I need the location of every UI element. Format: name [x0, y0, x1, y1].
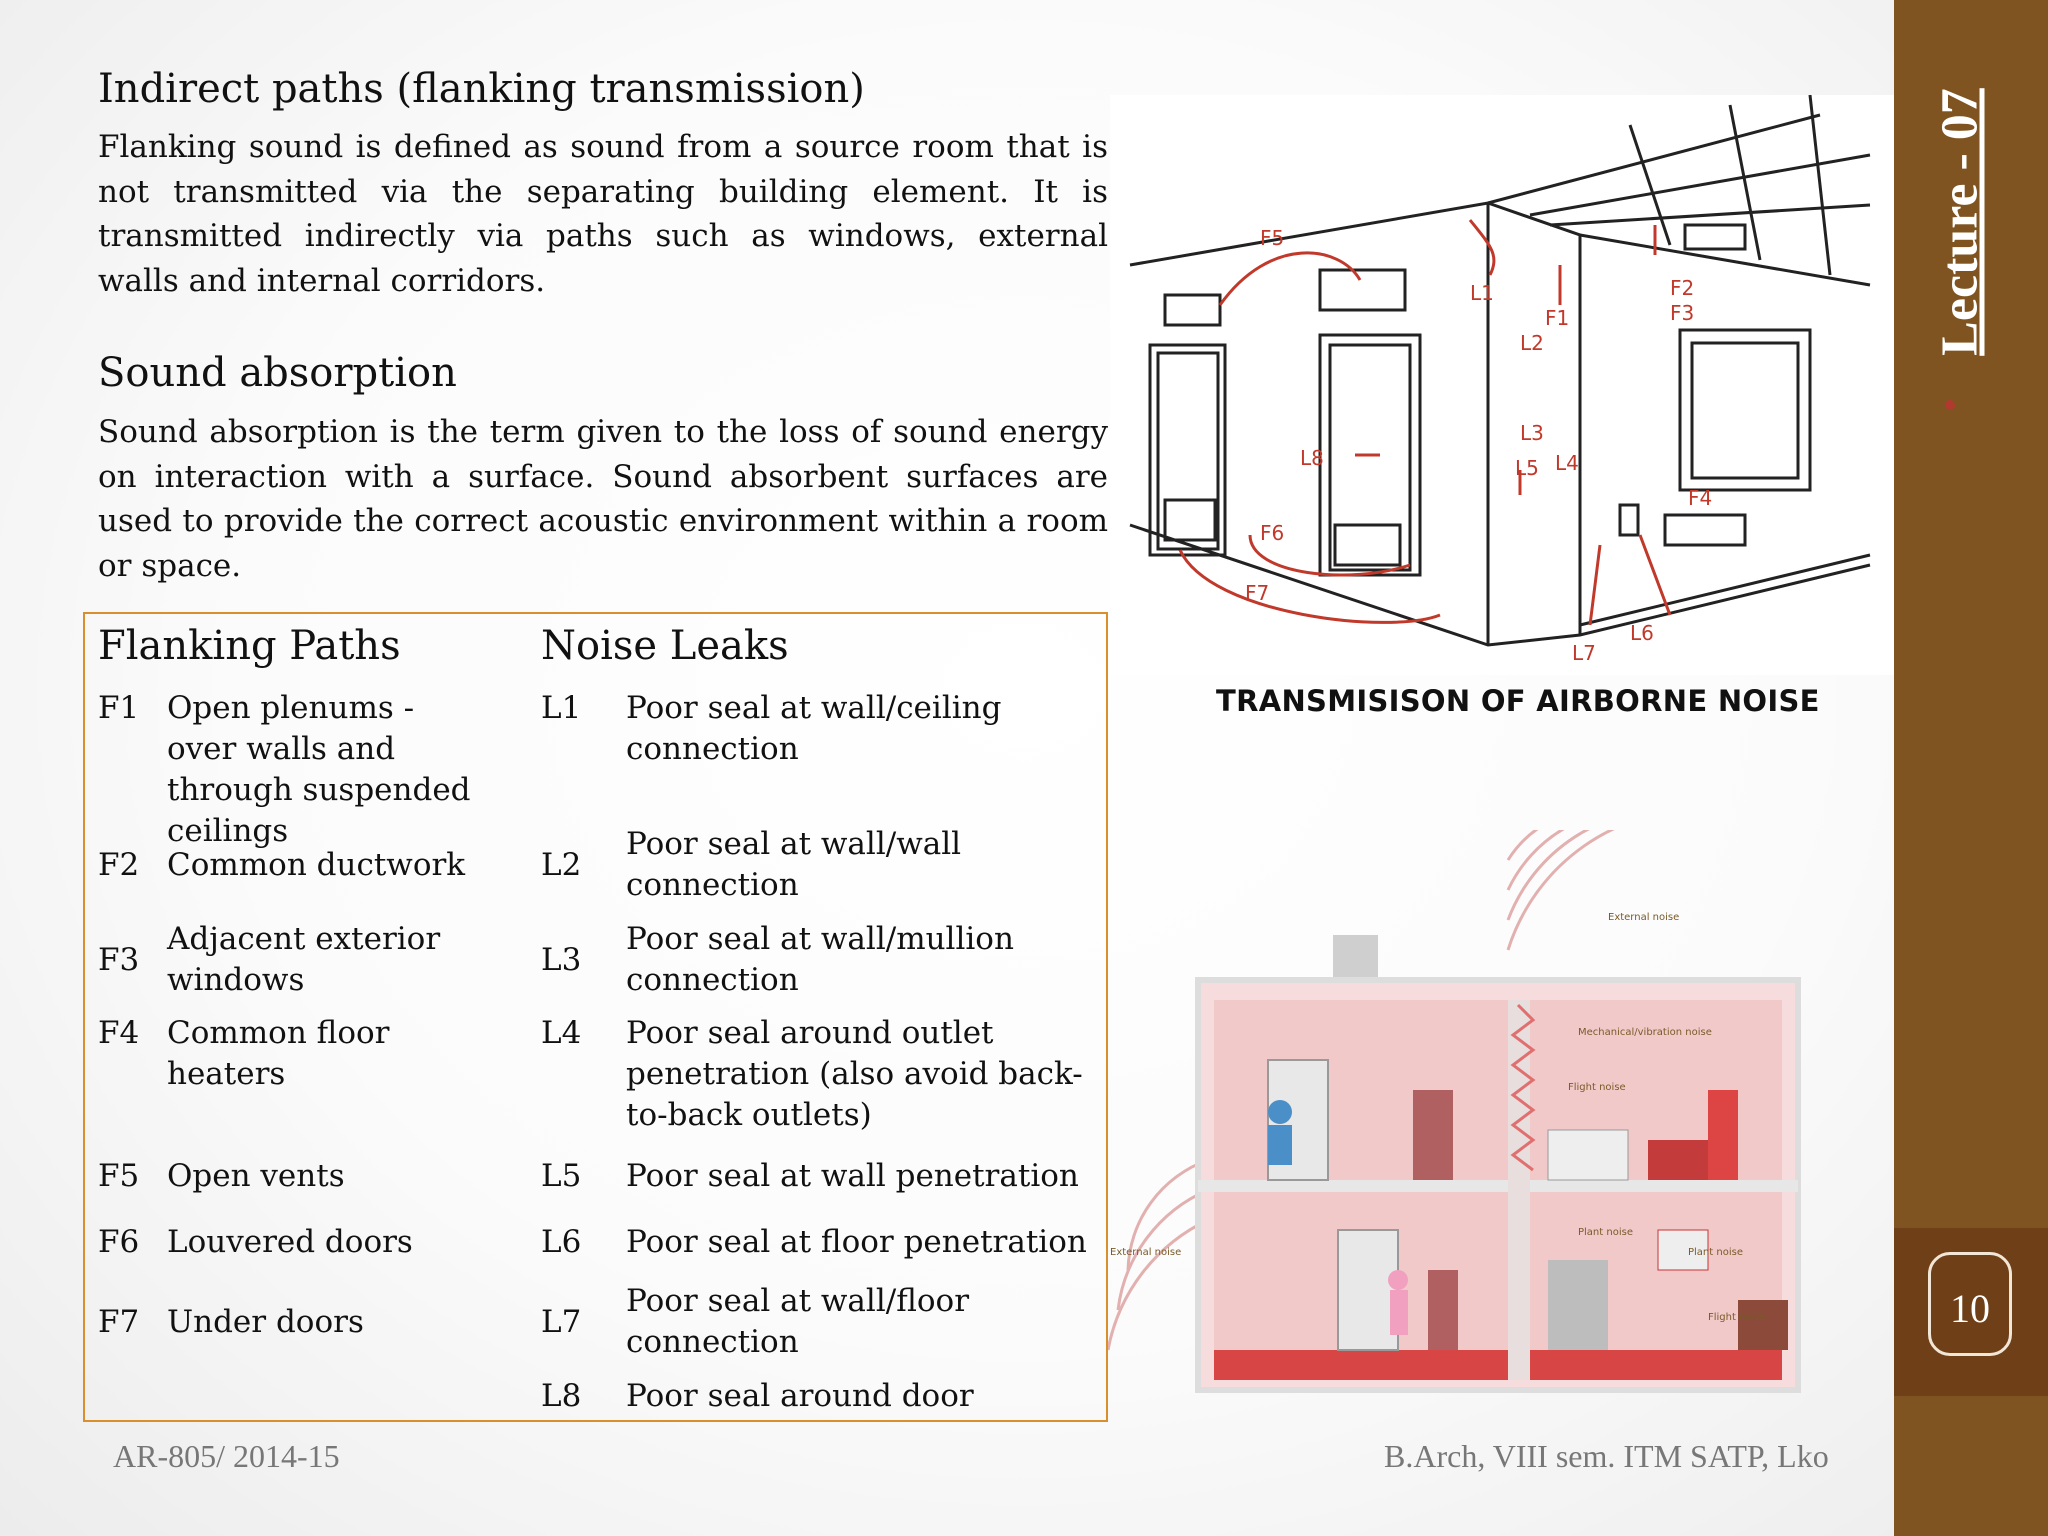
sketch-caption: TRANSMISISON OF AIRBORNE NOISE	[1216, 684, 1820, 718]
flanking-text: Open plenums - over walls and through su…	[167, 690, 471, 849]
house-label: Plant noise	[1578, 1227, 1633, 1238]
flanking-text: Adjacent exterior windows	[167, 921, 441, 998]
flanking-text: Common floor heaters	[167, 1015, 390, 1092]
flanking-code: F7	[98, 1304, 140, 1340]
flanking-sketch: F5 L1 F1 F2 F3 L2 L3 L4 L5 L8 F6 F7 F4 L…	[1110, 95, 1894, 675]
paragraph-flanking: Flanking sound is defined as sound from …	[98, 129, 1108, 299]
flanking-code: F4	[98, 1015, 140, 1051]
paragraph-absorption: Sound absorption is the term given to th…	[98, 414, 1108, 584]
leak-code: L3	[541, 942, 582, 978]
sketch-label: L4	[1555, 451, 1579, 475]
house-label: External noise	[1608, 912, 1679, 923]
leak-text: Poor seal at wall/ceiling connection	[626, 690, 1002, 767]
house-label: External noise	[1110, 1247, 1181, 1258]
leak-code: L4	[541, 1015, 582, 1051]
bullet-icon	[1945, 400, 1955, 410]
leak-code: L6	[541, 1224, 582, 1260]
page-number-band	[1894, 1228, 2048, 1396]
sketch-label: F2	[1670, 276, 1694, 300]
leak-text: Poor seal at wall/floor connection	[626, 1283, 970, 1360]
flanking-text: Open vents	[167, 1158, 345, 1194]
leak-code: L7	[541, 1304, 582, 1340]
sketch-label: F1	[1545, 306, 1569, 330]
sketch-label: L3	[1520, 421, 1544, 445]
footer-institution: B.Arch, VIII sem. ITM SATP, Lko	[1384, 1438, 1829, 1474]
sketch-label: F7	[1245, 581, 1269, 605]
leak-text: Poor seal at wall penetration	[626, 1158, 1079, 1194]
flanking-code: F5	[98, 1158, 140, 1194]
sketch-label: L5	[1515, 456, 1539, 480]
leak-text: Poor seal around outlet penetration (als…	[626, 1015, 1083, 1133]
flanking-paths-header: Flanking Paths	[98, 623, 401, 669]
sketch-label: F4	[1688, 486, 1712, 510]
sketch-label: F3	[1670, 301, 1694, 325]
sketch-label: L7	[1572, 641, 1596, 665]
sketch-label: F5	[1260, 226, 1284, 250]
house-label: Flight noise	[1568, 1082, 1626, 1093]
leak-text: Poor seal at floor penetration	[626, 1224, 1087, 1260]
paths-table	[83, 612, 1108, 1422]
flanking-text: Under doors	[167, 1304, 364, 1340]
page-number-badge: 10	[1928, 1252, 2012, 1356]
flanking-code: F1	[98, 690, 140, 726]
sketch-label: F6	[1260, 521, 1284, 545]
sketch-label: L8	[1300, 446, 1324, 470]
footer-course-code: AR-805/ 2014-15	[113, 1438, 340, 1474]
page-number: 10	[1950, 1286, 1990, 1331]
noise-leaks-header: Noise Leaks	[541, 623, 789, 669]
leak-code: L2	[541, 847, 582, 883]
house-label: Mechanical/vibration noise	[1578, 1027, 1712, 1038]
flanking-code: F6	[98, 1224, 140, 1260]
leak-text: Poor seal at wall/wall connection	[626, 826, 962, 903]
leak-code: L1	[541, 690, 582, 726]
sketch-label: L6	[1630, 621, 1654, 645]
heading-absorption: Sound absorption	[98, 350, 457, 396]
flanking-text: Louvered doors	[167, 1224, 413, 1260]
leak-code: L8	[541, 1378, 582, 1414]
flanking-code: F2	[98, 847, 140, 883]
leak-code: L5	[541, 1158, 582, 1194]
sidebar	[1894, 0, 2048, 1536]
house-label: Plant noise	[1688, 1247, 1743, 1258]
house-label: Flight noise	[1708, 1312, 1766, 1323]
lecture-label: Lecture - 07	[1931, 88, 1989, 356]
sketch-label: L1	[1470, 281, 1494, 305]
flanking-text: Common ductwork	[167, 847, 466, 883]
sketch-label: L2	[1520, 331, 1544, 355]
heading-flanking: Indirect paths (flanking transmission)	[98, 66, 865, 112]
leak-text: Poor seal at wall/mullion connection	[626, 921, 1014, 998]
house-illustration: External noise Mechanical/vibration nois…	[1108, 830, 1801, 1393]
flanking-code: F3	[98, 942, 140, 978]
leak-text: Poor seal around door	[626, 1378, 974, 1414]
